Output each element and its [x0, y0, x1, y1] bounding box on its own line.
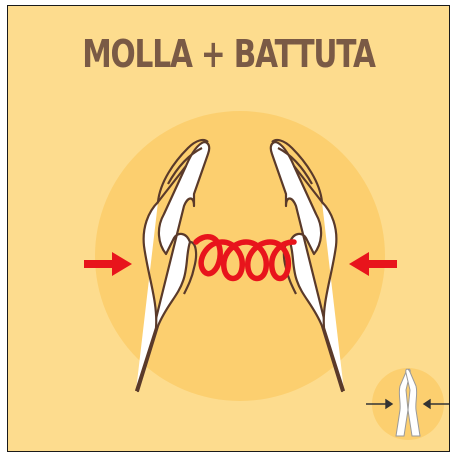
hands-pressing-spring-icon	[8, 6, 450, 452]
hands-pressing-thumbnail-icon	[366, 368, 450, 440]
illustration-card: MOLLA + BATTUTA	[7, 5, 450, 452]
